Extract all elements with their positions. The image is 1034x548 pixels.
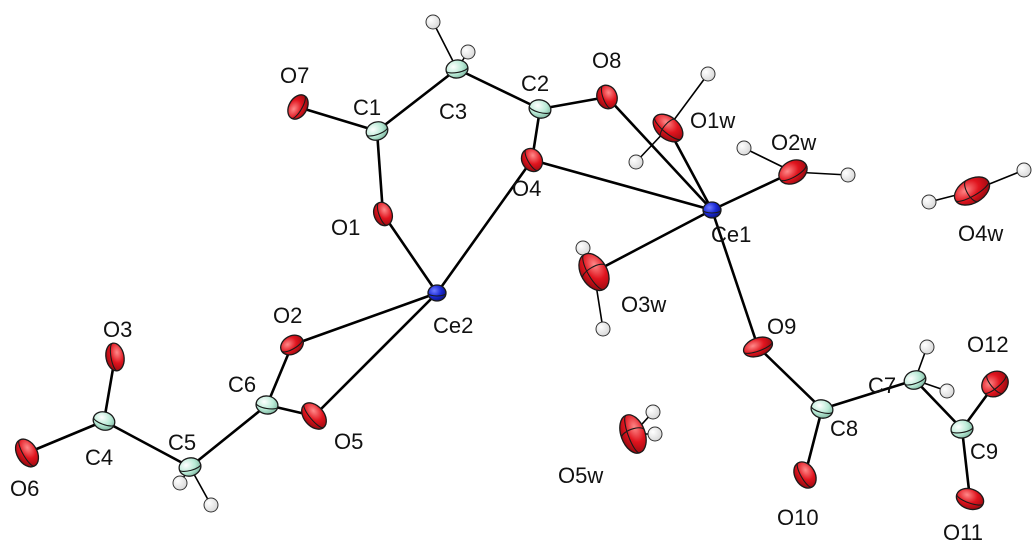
label-c8: C8 [830,416,858,441]
atom-o7 [287,94,309,120]
atom-o4 [520,147,544,173]
label-c9: C9 [970,439,998,464]
label-o6: O6 [10,476,39,501]
h-atom [919,339,935,355]
bond-c7-c9 [913,378,964,431]
h-atom [172,475,188,491]
h-atom [939,383,955,399]
label-o2w: O2w [771,130,816,155]
h-atom [425,14,441,30]
label-c2: C2 [521,71,549,96]
h-atom [840,167,856,183]
h-atom [203,497,219,513]
label-o8: O8 [592,48,621,73]
bond-o9-c8 [756,345,824,411]
h-atom [647,426,663,442]
h-atom [1016,162,1032,178]
label-o1w: O1w [690,108,735,133]
label-o5w: O5w [558,463,603,488]
label-c3: C3 [439,99,467,124]
bond-c2-o8 [538,95,609,111]
hydrogen-atoms [172,14,1032,513]
atom-c8 [810,399,834,419]
label-c4: C4 [85,445,113,470]
label-o3w: O3w [621,292,666,317]
label-ce1: Ce1 [711,222,751,247]
label-c5: C5 [168,430,196,455]
h-atom [595,321,611,337]
bond-o4-ce1 [530,158,714,212]
atom-labels: O7 C1 C3 C2 O8 O1w O2w O4 O1 Ce1 O4w O3w… [10,48,1009,545]
bond-o3w-ce1 [592,208,714,274]
atom-c5 [178,457,202,477]
h-atom [645,404,661,420]
label-c7: C7 [868,373,896,398]
label-o10: O10 [777,505,819,530]
bond-c6-c5 [188,403,269,469]
bond-c1-c3 [375,67,459,133]
atom-o2 [280,334,304,356]
atom-c9 [950,419,974,439]
atom-c7 [903,370,927,390]
atom-c3 [445,59,469,79]
atom-o2w [778,159,808,185]
bond-o7-c1 [296,105,379,133]
atom-c4 [92,411,116,431]
label-o11: O11 [943,520,983,545]
label-o4: O4 [512,176,541,201]
atom-ce2 [427,284,447,302]
atom-o11 [955,487,985,511]
atom-o3w [578,252,610,292]
bond-c8-c7 [820,378,917,411]
h-atom [700,66,716,82]
bond-c5-c4 [102,419,192,469]
bond-c4-o6 [25,419,106,455]
label-c6: C6 [228,372,256,397]
atom-c1 [365,121,389,141]
label-o1: O1 [331,215,360,240]
bond-o4-ce2 [435,158,534,295]
bond-o8-ce1 [605,95,714,212]
atom-c6 [255,395,279,415]
atom-o6 [14,438,40,468]
h-atom [460,44,476,60]
h-atom [628,154,644,170]
bond-o1-ce2 [381,212,439,295]
atom-ce1 [702,201,722,219]
label-o3: O3 [103,317,132,342]
oxygen-atoms [14,84,1009,511]
atom-o12 [981,370,1009,398]
atom-c2 [528,99,552,119]
cerium-atoms [427,201,722,302]
atom-o9 [742,336,774,358]
atom-o3 [105,342,125,372]
atom-o10 [793,461,817,489]
label-o2: O2 [273,303,302,328]
label-o4w: O4w [958,221,1003,246]
label-o7: O7 [280,63,309,88]
carbon-atoms [92,59,974,477]
bond-o5-ce2 [312,291,439,418]
atom-o1w [652,113,684,143]
h-atom [736,140,752,156]
label-o12: O12 [967,332,1009,357]
h-atom [921,194,937,210]
bond-c1-o1 [375,129,385,216]
bond-c9-o11 [960,427,972,501]
bond-o9-ce1 [710,208,760,349]
bond-o2-ce2 [290,291,439,347]
atom-o8 [596,84,618,110]
label-c1: C1 [353,95,381,120]
label-ce2: Ce2 [433,313,473,338]
atom-o5w [619,414,647,454]
atom-o5 [301,402,327,430]
atom-o1 [372,201,394,227]
label-o9: O9 [767,314,796,339]
label-o5: O5 [334,429,363,454]
bond-c3-c2 [455,67,542,111]
atom-o4w [953,176,991,206]
